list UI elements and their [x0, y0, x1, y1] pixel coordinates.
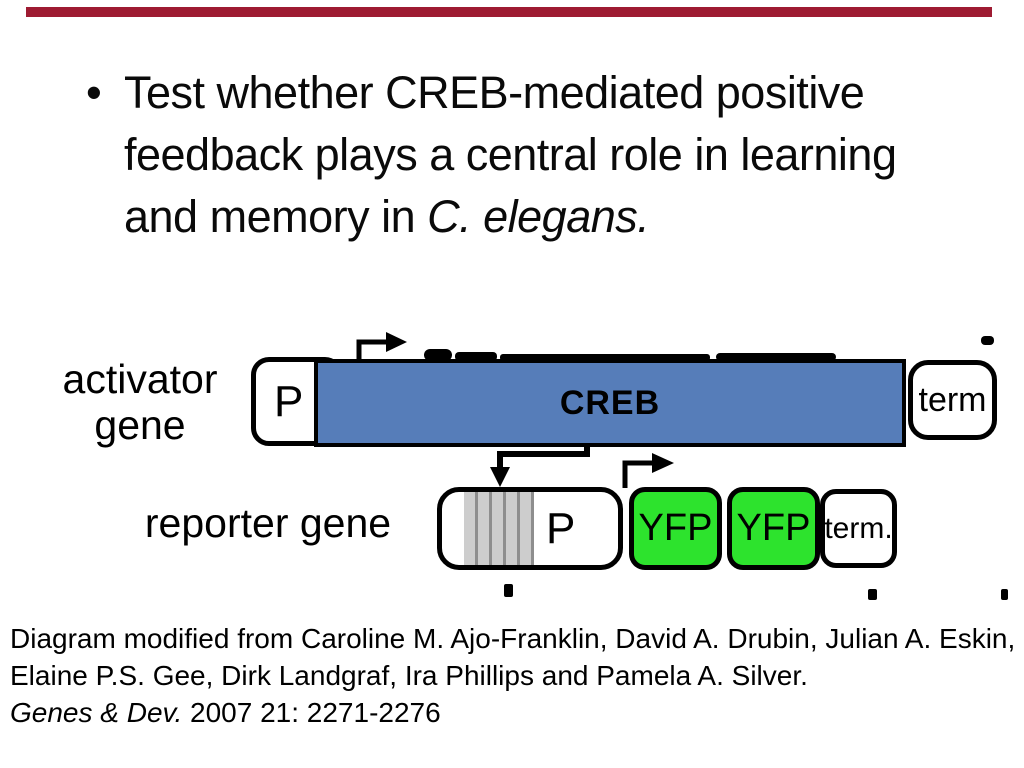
citation-line-2: Elaine P.S. Gee, Dirk Landgraf, Ira Phil…: [10, 660, 808, 691]
activator-promoter-label: P: [274, 376, 304, 426]
transcription-start-arrow-icon: [356, 332, 407, 362]
creb-label: CREB: [559, 383, 661, 422]
citation-volume: 2007 21: 2271-2276: [182, 697, 441, 728]
covered-artwork-mark: [424, 349, 452, 361]
citation-line-1: Diagram modified from Caroline M. Ajo-Fr…: [10, 623, 1016, 654]
yfp-label-1: YFP: [638, 507, 713, 549]
reporter-gene-label: reporter gene: [144, 500, 392, 546]
covered-artwork-mark: [455, 352, 497, 361]
feedback-arrow-icon: [490, 446, 590, 487]
citation-journal-italic: Genes & Dev.: [10, 697, 183, 728]
reporter-transcription-arrow-icon: [622, 453, 674, 488]
yfp-box-1: YFP: [629, 487, 722, 570]
covered-artwork-mark: [981, 336, 994, 345]
promoter-stripes: [464, 492, 534, 565]
covered-artwork-mark: [500, 354, 710, 361]
top-accent-bar: [26, 7, 992, 17]
bullet-line-1: Test whether CREB-mediated positive: [124, 67, 865, 118]
covered-artwork-mark: [868, 589, 877, 600]
bullet-line-2: feedback plays a central role in learnin…: [124, 129, 897, 180]
reporter-terminator-box: term.: [820, 489, 897, 568]
activator-terminator-box: term: [908, 360, 997, 440]
citation-block: Diagram modified from Caroline M. Ajo-Fr…: [10, 620, 1015, 731]
yfp-label-2: YFP: [736, 507, 811, 549]
bullet-line-3-regular: and memory in: [124, 191, 428, 242]
reporter-promoter-box: P: [437, 487, 623, 570]
covered-artwork-mark: [716, 353, 836, 361]
yfp-box-2: YFP: [727, 487, 820, 570]
bullet-line-3: and memory in C. elegans.: [124, 186, 896, 248]
bullet-line-3-italic: C. elegans.: [427, 191, 650, 242]
activator-terminator-label: term: [918, 380, 987, 419]
bullet-text-block: Test whether CREB-mediated positive feed…: [124, 62, 897, 248]
activator-gene-label-line2: gene: [94, 402, 186, 448]
creb-gene-bar: CREB: [314, 359, 906, 447]
bullet-marker: •: [86, 67, 102, 118]
activator-gene-label: activator gene: [35, 356, 245, 448]
reporter-promoter-label: P: [546, 503, 576, 553]
citation-line-3: Genes & Dev. 2007 21: 2271-2276: [10, 694, 1015, 731]
reporter-terminator-label: term.: [824, 511, 893, 545]
activator-gene-label-line1: activator: [62, 356, 218, 402]
covered-artwork-mark: [504, 584, 513, 597]
covered-artwork-mark: [1001, 589, 1008, 600]
